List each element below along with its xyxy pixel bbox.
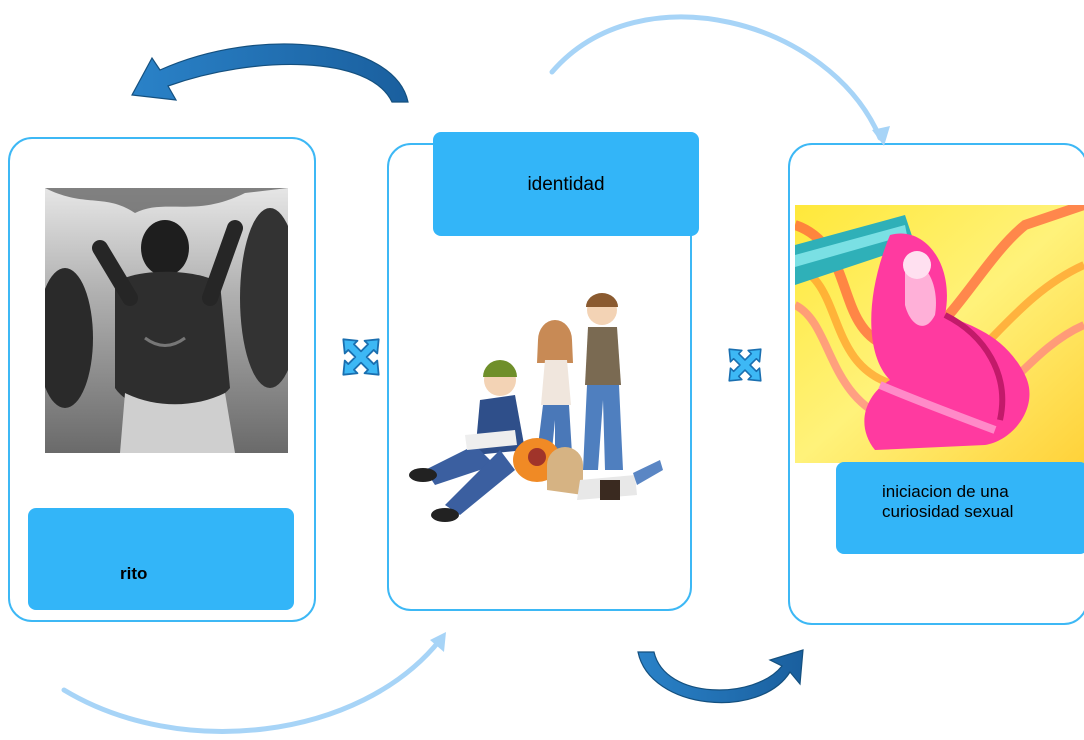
tribal-ritual-photo bbox=[45, 188, 288, 453]
label-rito: rito bbox=[28, 508, 294, 610]
abstract-embrace-painting bbox=[795, 205, 1084, 463]
label-iniciacion-line-2: curiosidad sexual bbox=[882, 502, 1014, 521]
label-identidad-text: identidad bbox=[527, 174, 605, 195]
cross-arrows-icon bbox=[342, 338, 380, 376]
label-iniciacion-text: iniciacion de una curiosidad sexual bbox=[882, 482, 1013, 522]
label-iniciacion-line-1: iniciacion de una bbox=[882, 482, 1009, 501]
cross-arrows-icon bbox=[728, 348, 762, 382]
label-rito-text: rito bbox=[120, 564, 148, 583]
label-identidad: identidad bbox=[433, 132, 699, 236]
label-iniciacion: iniciacion de una curiosidad sexual bbox=[836, 462, 1084, 554]
curved-arrow-light-top bbox=[549, 14, 883, 141]
curved-arrow-light-bottom bbox=[61, 637, 443, 734]
teenagers-group-illustration bbox=[405, 285, 665, 530]
